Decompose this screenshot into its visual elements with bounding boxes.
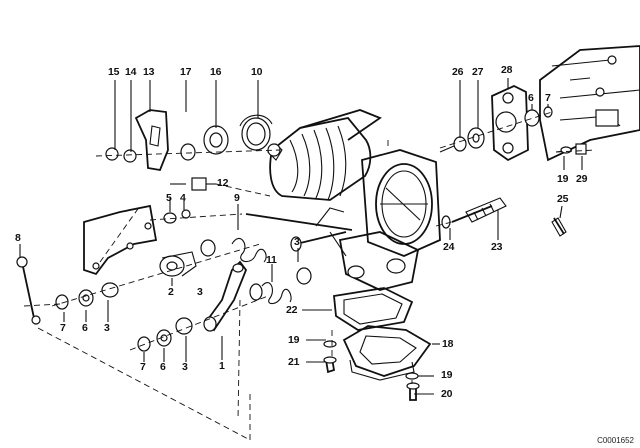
callout-28: 28 (501, 64, 513, 76)
callout-22: 22 (286, 304, 298, 316)
leader-lines (19, 78, 583, 395)
callout-20: 20 (441, 388, 453, 400)
callout-11: 11 (266, 254, 277, 266)
callout-18: 18 (442, 338, 454, 350)
callout-15: 15 (108, 66, 120, 78)
assembly-dash-lines (23, 111, 597, 441)
callout-3-left: 3 (104, 322, 110, 334)
pin-25 (551, 217, 567, 237)
callout-21: 21 (288, 356, 300, 368)
drawing-code: C0001652 (597, 436, 634, 445)
throttle-lever-13-group (105, 109, 281, 172)
callout-25: 25 (557, 193, 569, 205)
throttle-housing (245, 109, 441, 291)
callout-7-left: 7 (60, 322, 66, 334)
callout-5: 5 (166, 192, 172, 204)
callout-3-lower: 3 (182, 361, 188, 373)
callout-14: 14 (125, 66, 137, 78)
callout-23: 23 (491, 241, 503, 253)
mounting-bracket-28 (491, 45, 640, 162)
callout-6-left: 6 (82, 322, 88, 334)
callout-6-lower: 6 (160, 361, 166, 373)
callout-8: 8 (15, 232, 21, 244)
callout-26: 26 (452, 66, 464, 78)
callout-3-center: 3 (197, 286, 203, 298)
callout-4: 4 (180, 192, 186, 204)
adjusting-screw-23 (441, 197, 507, 229)
callout-7-right: 7 (545, 92, 551, 104)
callout-17: 17 (180, 66, 192, 78)
callout-3-upper: 3 (294, 236, 300, 248)
callout-29: 29 (576, 173, 588, 185)
callout-12: 12 (217, 177, 229, 189)
callout-7-lower: 7 (140, 361, 146, 373)
throttle-linkage (16, 177, 347, 352)
callout-24: 24 (443, 241, 455, 253)
callout-1: 1 (219, 360, 225, 372)
callout-27: 27 (472, 66, 484, 78)
upper-right-hardware (439, 106, 587, 155)
callout-9: 9 (234, 192, 240, 204)
gasket-22-and-valve-18 (323, 287, 432, 401)
callout-19-right: 19 (441, 369, 453, 381)
callout-13: 13 (143, 66, 155, 78)
callout-16: 16 (210, 66, 222, 78)
callout-10: 10 (251, 66, 263, 78)
callout-6-right: 6 (528, 92, 534, 104)
callout-2: 2 (168, 286, 174, 298)
callout-19-left: 19 (288, 334, 300, 346)
callout-19-upper-right: 19 (557, 173, 569, 185)
